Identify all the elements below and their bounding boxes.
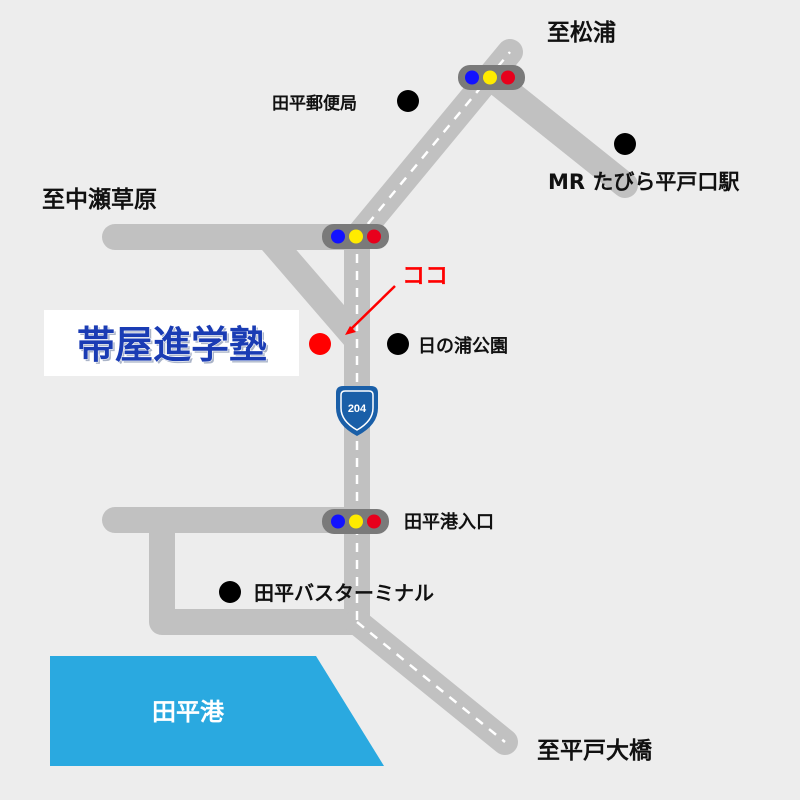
traffic-signal-north <box>458 65 525 90</box>
label-tabira-post-office: 田平郵便局 <box>272 93 357 114</box>
school-name: 帯屋進学塾 <box>77 323 267 367</box>
road-bus-terminal-loop <box>149 507 370 635</box>
label-here: ココ <box>402 263 448 289</box>
black-dot-icon <box>387 333 409 355</box>
label-hinoura-park: 日の浦公園 <box>418 335 508 357</box>
label-tabira-bus-terminal: 田平バスターミナル <box>254 581 434 605</box>
tabira-port-water <box>50 656 384 766</box>
black-dot-icon <box>614 133 636 155</box>
label-tabira-port-entrance: 田平港入口 <box>404 512 494 533</box>
label-to-matsuura: 至松浦 <box>547 19 616 46</box>
national-route-shield-icon: 204 <box>336 386 378 436</box>
school-name-shadow: 帯屋進学塾 <box>79 325 269 369</box>
road-diagonal-shortcut <box>255 224 370 353</box>
label-to-hirado-bridge: 至平戸大橋 <box>537 738 653 764</box>
traffic-signal-south <box>322 509 389 534</box>
label-to-nakaze-sohara: 至中瀬草原 <box>42 187 157 213</box>
black-dot-icon <box>397 90 419 112</box>
traffic-signal-middle <box>322 224 389 249</box>
label-tabira-port: 田平港 <box>152 698 225 726</box>
black-dot-icon <box>219 581 241 603</box>
road-to-station <box>477 64 638 198</box>
label-mr-station: MR たびら平戸口駅 <box>548 170 740 194</box>
route-number: 204 <box>348 403 367 415</box>
red-arrow-icon <box>345 285 396 335</box>
red-dot-icon <box>309 333 331 355</box>
school-banner: 帯屋進学塾 帯屋進学塾 <box>44 310 299 376</box>
